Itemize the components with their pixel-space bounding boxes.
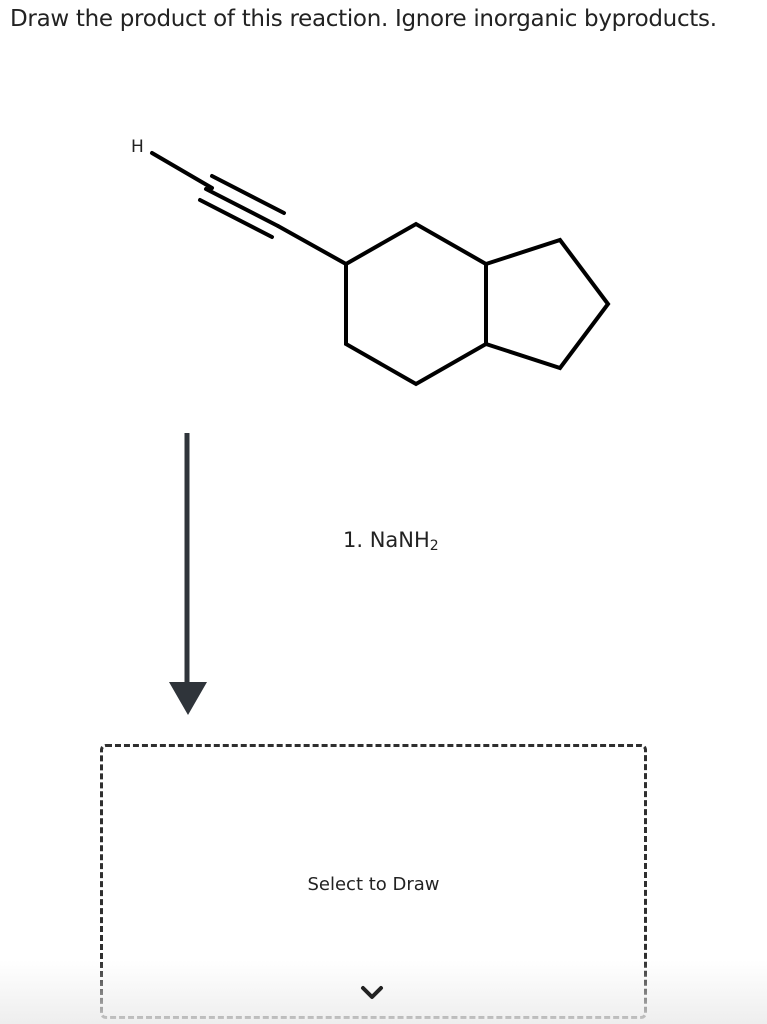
triple-bond-1: [210, 174, 286, 215]
reagent-label: 1. NaNH2: [343, 528, 439, 554]
question-prompt: Draw the product of this reaction. Ignor…: [10, 6, 717, 32]
select-to-draw-label: Select to Draw: [307, 874, 440, 895]
starting-material-structure: H: [131, 137, 611, 387]
chevron-down-icon[interactable]: [358, 978, 386, 1006]
five-membered-ring: [484, 237, 611, 371]
bond-h-c: [150, 151, 214, 190]
triple-bond-3: [198, 198, 274, 239]
reagent-subscript: 2: [429, 538, 439, 554]
reaction-arrow: [169, 433, 207, 715]
triple-bond-2: [204, 187, 280, 228]
bond-alkyne-ring: [276, 224, 348, 266]
reagent-text: 1. NaNH: [343, 528, 430, 552]
hydrogen-label: H: [131, 137, 144, 157]
